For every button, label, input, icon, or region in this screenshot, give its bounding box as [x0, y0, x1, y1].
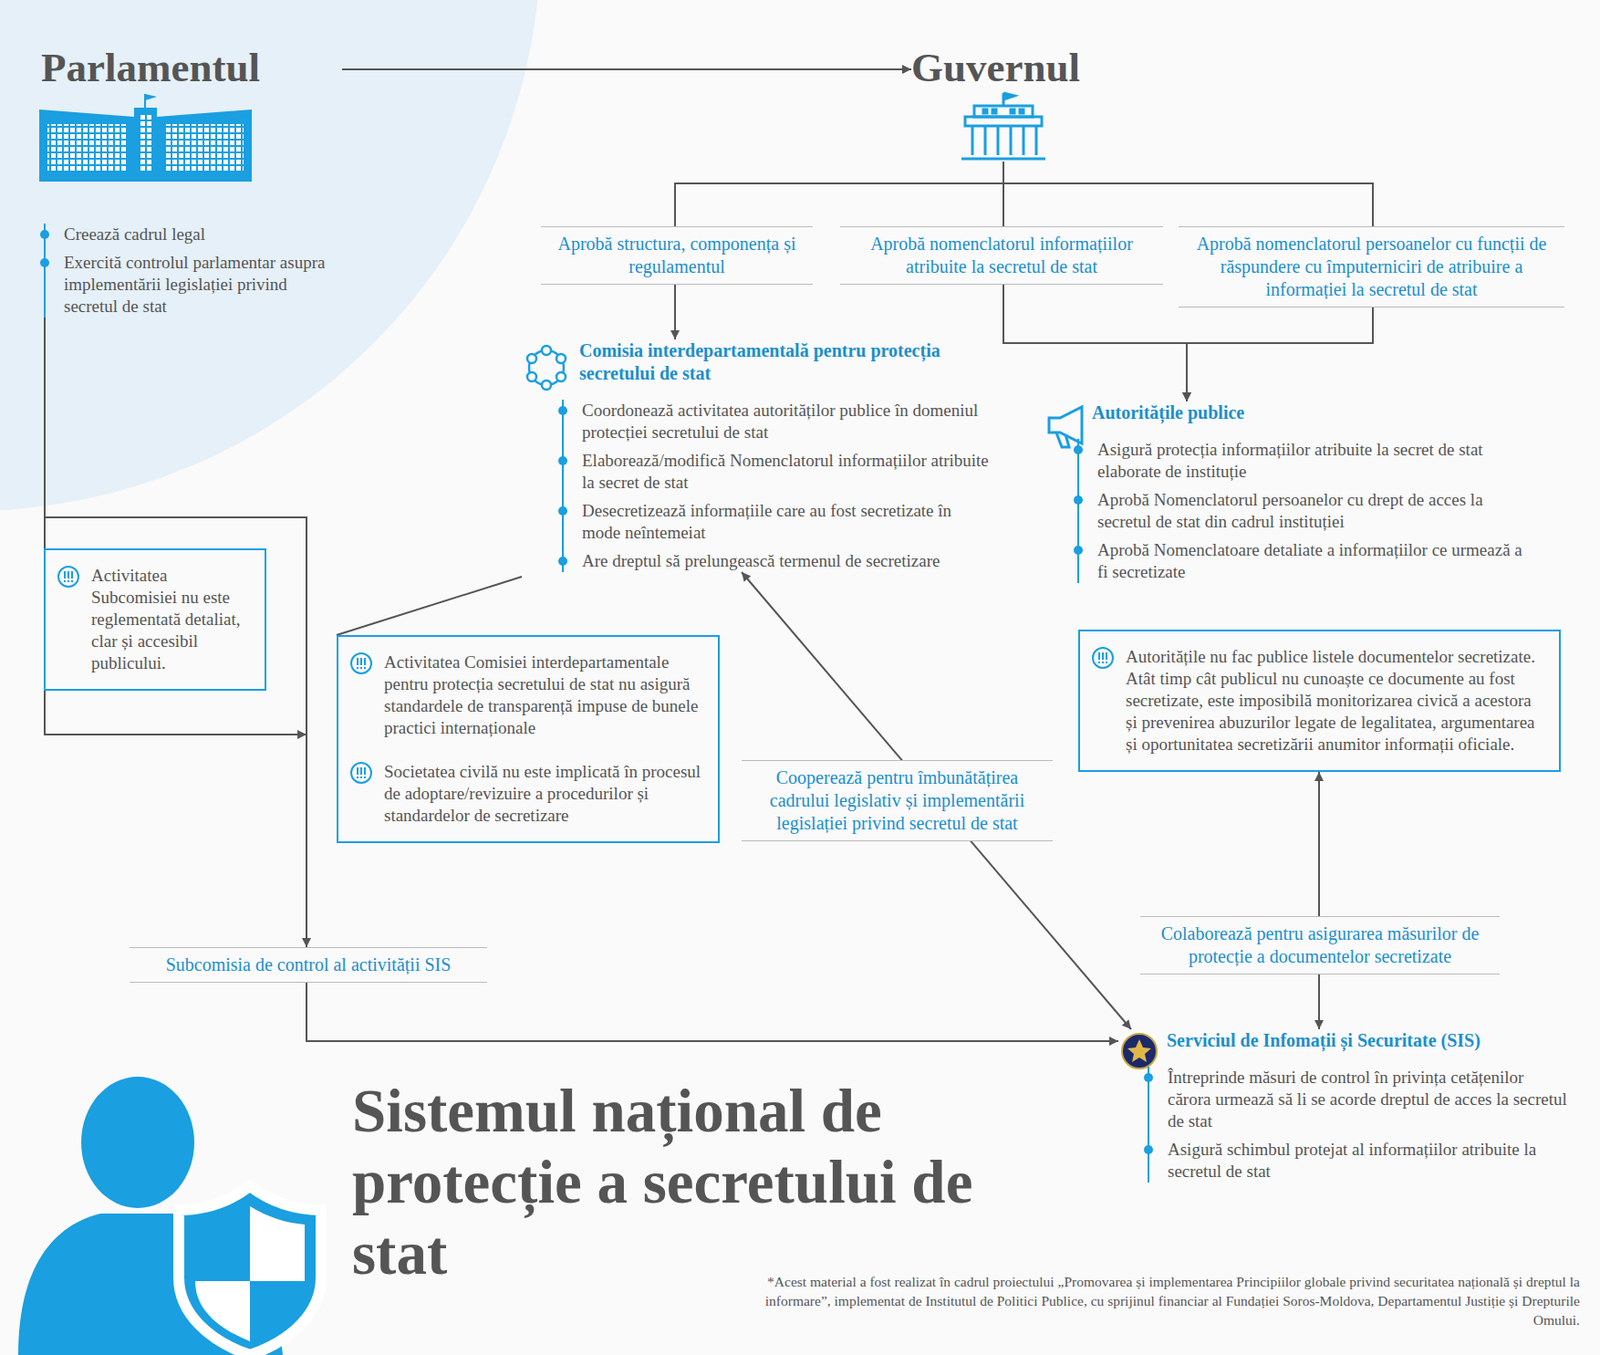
bullet-list: Asigură protecția informațiilor atribuit… — [1077, 438, 1528, 583]
node-heading: Guvernul — [911, 43, 1103, 92]
connector — [336, 576, 522, 635]
connector — [741, 571, 1132, 1029]
label-band: Aprobă nomenclatorul informațiilor atrib… — [840, 226, 1164, 285]
note-text: Societatea civilă nu este implicată în p… — [384, 760, 704, 827]
sis-emblem — [1122, 1033, 1157, 1069]
node-heading: Parlamentul — [41, 43, 343, 92]
bullet-list: Creează cadrul legalExercită controlul p… — [43, 223, 343, 318]
node-box: Autoritățile publiceAsigură protecția in… — [1044, 401, 1528, 583]
connector — [342, 68, 912, 71]
bullet-item: Coordonează activitatea autorităților pu… — [581, 399, 989, 444]
bullet-item: Are dreptul să prelungească termenul de … — [581, 550, 989, 572]
band-text: Subcomisia de control al activității SIS — [135, 953, 482, 977]
commission-icon — [527, 345, 566, 390]
edge-label: Cooperează pentru îmbunătățirea cadrului… — [741, 759, 1053, 842]
warning-note: Autoritățile nu fac publice listele docu… — [1078, 629, 1561, 772]
footnote-caption: *Acest material a fost realizat în cadru… — [740, 1271, 1580, 1330]
connector — [1186, 307, 1373, 402]
bullet-list: Coordonează activitatea autorităților pu… — [561, 399, 989, 572]
node-heading: Autoritățile publice — [1091, 401, 1528, 425]
note-text: Autoritățile nu fac publice listele docu… — [1125, 645, 1545, 668]
connector — [306, 982, 1119, 1041]
note-text: Activitatea Comisiei interdepartamentale… — [384, 651, 704, 739]
background-disc — [0, 0, 541, 511]
label-band: Aprobă structura, componența și regulame… — [540, 226, 813, 285]
warning-icon — [1090, 645, 1115, 670]
bullet-item: Creează cadrul legal — [63, 223, 343, 246]
warning-icon — [349, 651, 374, 676]
node-heading: Comisia interdepartamentală pentru prote… — [579, 339, 989, 385]
parliament-wire — [44, 517, 307, 735]
node-box: Guvernul — [911, 43, 1103, 162]
band-text: Aprobă structura, componența și regulame… — [546, 232, 808, 279]
connector — [674, 284, 676, 340]
warning-icon — [56, 564, 81, 589]
bullet-item: Asigură schimbul protejat al informațiil… — [1167, 1138, 1568, 1183]
band-text: Aprobă nomenclatorul persoanelor cu func… — [1184, 232, 1559, 302]
bullet-item: Exercită controlul parlamentar asupra im… — [63, 251, 343, 318]
label-band: Aprobă nomenclatorul persoanelor cu func… — [1178, 226, 1565, 308]
warning-note: Activitatea Comisiei interdepartamentale… — [336, 634, 720, 843]
edge-label: Colaborează pentru asigurarea măsurilor … — [1140, 915, 1500, 975]
bullet-item: Asigură protecția informațiilor atribuit… — [1097, 438, 1528, 483]
label-band: Subcomisia de control al activității SIS — [129, 946, 488, 983]
note-text: Activitatea Subcomisiei nu este reglemen… — [91, 564, 250, 675]
bullet-item: Întreprinde măsuri de control în privinț… — [1167, 1066, 1568, 1133]
diagram-title: Sistemul național de protecție a secretu… — [352, 1074, 1046, 1289]
government-icon — [961, 93, 1046, 159]
band-text: Aprobă nomenclatorul informațiilor atrib… — [845, 232, 1158, 279]
connector — [675, 161, 1004, 227]
person-shield-illustration — [18, 1076, 322, 1355]
connector — [44, 317, 307, 947]
node-box: Serviciul de Infomații și Securitate (SI… — [1118, 1028, 1568, 1183]
warning-icon — [349, 760, 374, 785]
bullet-list: Întreprinde măsuri de control în privinț… — [1147, 1066, 1568, 1183]
connector — [1003, 284, 1187, 402]
bullet-item: Aprobă Nomenclatoare detaliate a informa… — [1097, 539, 1528, 583]
node-box: Comisia interdepartamentală pentru prote… — [521, 339, 989, 572]
connector — [1318, 771, 1320, 1029]
note-text: Atât timp cât publicul nu cunoaște ce do… — [1125, 667, 1545, 756]
warning-note: Activitatea Subcomisiei nu este reglemen… — [43, 548, 267, 691]
parliament-icon — [39, 93, 252, 182]
bullet-item: Aprobă Nomenclatorul persoanelor cu drep… — [1097, 488, 1528, 533]
connector — [1003, 161, 1373, 227]
bullet-item: Elaborează/modifică Nomenclatorul inform… — [581, 449, 989, 494]
node-heading: Serviciul de Infomații și Securitate (SI… — [1166, 1028, 1568, 1052]
node-box: ParlamentulCreează cadrul legalExercită … — [41, 43, 343, 318]
bullet-item: Desecretizează informațiile care au fost… — [581, 499, 989, 544]
